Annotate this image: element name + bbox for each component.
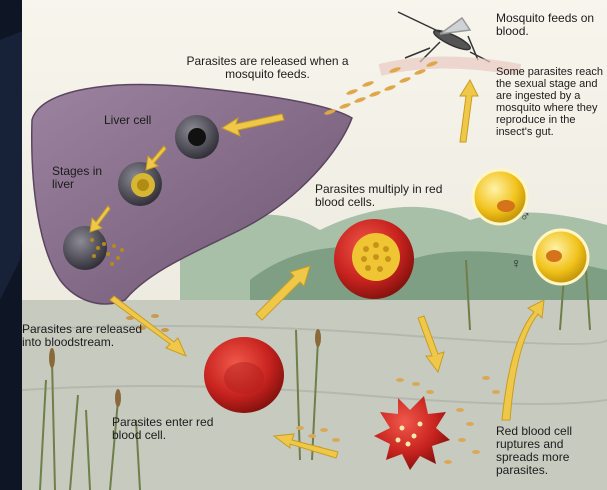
label-sexual-stage: Some parasites reach the sexual stage an… [496, 66, 606, 138]
label-parasites-released-feeding: Parasites are released when a mosquito f… [180, 55, 355, 81]
female-symbol: ♀ [511, 257, 522, 270]
male-gametocyte [473, 170, 527, 224]
label-released-bloodstream: Parasites are released into bloodstream. [22, 323, 147, 349]
red-blood-cell [204, 337, 284, 413]
label-parasites-multiply: Parasites multiply in red blood cells. [315, 183, 465, 209]
male-symbol: ♂ [520, 210, 531, 223]
liver-cell-stage-2 [118, 162, 162, 206]
label-parasites-enter: Parasites enter red blood cell. [112, 416, 232, 442]
label-stages-in-liver: Stages in liver [52, 165, 110, 191]
female-gametocyte [534, 230, 588, 284]
red-blood-cell-multiplying [334, 219, 414, 299]
label-rbc-ruptures: Red blood cell ruptures and spreads more… [496, 425, 604, 477]
label-mosquito-feeds: Mosquito feeds on blood. [496, 12, 600, 38]
label-liver-cell: Liver cell [104, 114, 184, 127]
